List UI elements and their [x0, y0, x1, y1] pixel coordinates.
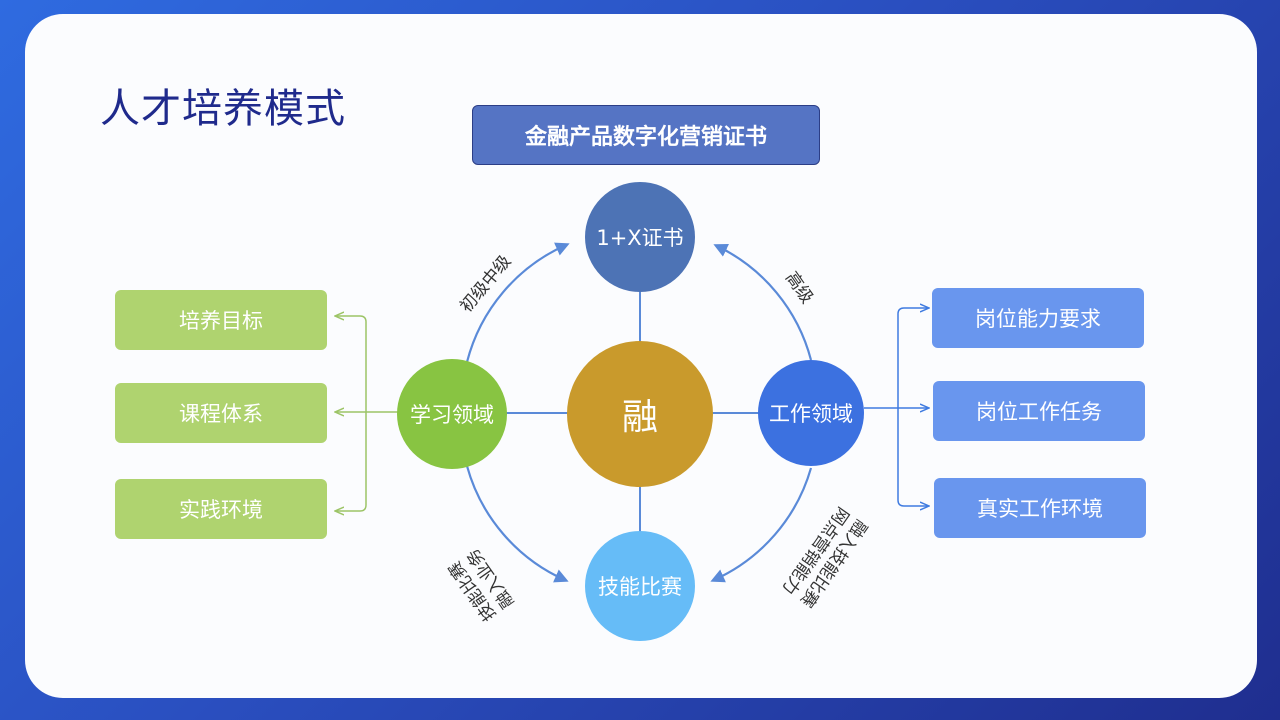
node-skill-competition: 技能比赛 — [585, 531, 695, 641]
box-training-goal: 培养目标 — [115, 290, 327, 350]
node-learning-domain: 学习领域 — [397, 359, 507, 469]
page-title: 人才培养模式 — [100, 86, 346, 132]
node-certificate: 1+X证书 — [585, 182, 695, 292]
certificate-banner: 金融产品数字化营销证书 — [472, 105, 820, 165]
left-bracket-top — [336, 316, 367, 412]
box-job-tasks: 岗位工作任务 — [933, 381, 1145, 441]
right-bracket-bottom — [897, 408, 928, 506]
box-job-competency: 岗位能力要求 — [932, 288, 1144, 348]
arc-right-to-top — [713, 244, 813, 361]
left-bracket-bottom — [336, 412, 367, 511]
node-center-fusion: 融 — [567, 341, 713, 487]
box-curriculum-system: 课程体系 — [115, 383, 327, 443]
arc-left-to-top — [465, 242, 570, 363]
arc-right-to-bottom — [710, 467, 813, 583]
node-work-domain: 工作领域 — [758, 360, 864, 466]
arc-left-to-bottom — [465, 465, 569, 583]
right-bracket-top — [897, 308, 928, 408]
box-real-work-environment: 真实工作环境 — [934, 478, 1146, 538]
box-practice-environment: 实践环境 — [115, 479, 327, 539]
